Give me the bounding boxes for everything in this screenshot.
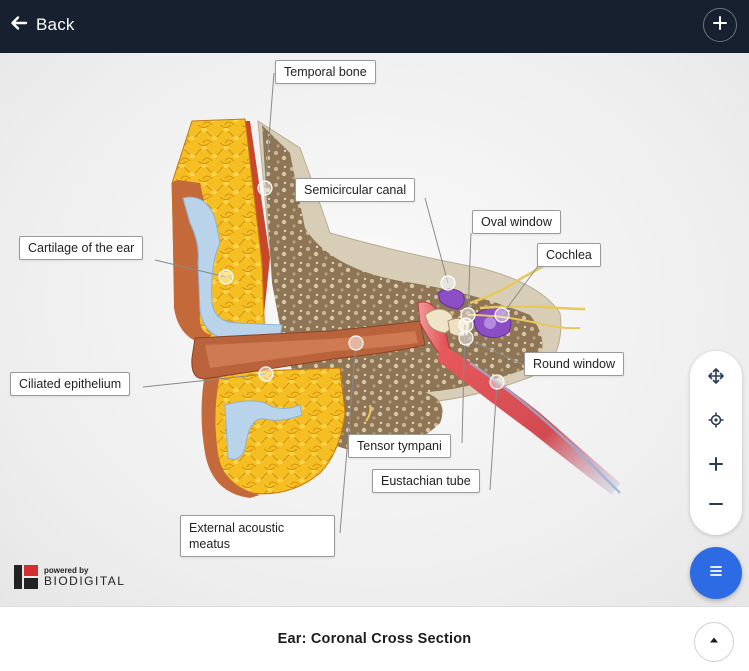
hotspot-cochlea: [494, 307, 510, 323]
biodigital-logo: powered by BIODIGITAL: [14, 565, 125, 589]
zoom-in-icon: [708, 456, 724, 477]
top-bar: Back: [0, 0, 749, 53]
back-label: Back: [36, 15, 75, 34]
hotspot-eustachian-tube: [489, 374, 505, 390]
move-button[interactable]: [701, 363, 731, 393]
back-button[interactable]: Back: [10, 12, 75, 38]
locate-icon: [708, 412, 724, 433]
brand-name: BIODIGITAL: [44, 574, 126, 588]
menu-button[interactable]: [690, 547, 742, 599]
hotspot-cartilage: [218, 269, 234, 285]
label-oval-window[interactable]: Oval window: [472, 210, 561, 234]
zoom-out-icon: [708, 496, 724, 517]
arrow-left-icon: [10, 14, 28, 37]
label-round-window[interactable]: Round window: [524, 352, 624, 376]
move-icon: [708, 367, 724, 389]
zoom-out-button[interactable]: [701, 491, 731, 521]
model-title: Ear: Coronal Cross Section: [277, 631, 472, 647]
hotspot-external-meatus: [348, 335, 364, 351]
ear-cross-section-model[interactable]: [0, 53, 749, 606]
hotspot-temporal-bone: [257, 180, 273, 196]
add-button[interactable]: [703, 8, 737, 42]
label-external-meatus[interactable]: External acoustic meatus: [180, 515, 335, 557]
hotspot-semicircular-canal: [440, 275, 456, 291]
bottom-bar: Ear: Coronal Cross Section: [0, 606, 749, 671]
powered-by-text: powered by: [44, 566, 89, 575]
hotspot-tensor-tympani: [458, 317, 474, 333]
plus-icon: [713, 15, 727, 35]
hotspot-round-window: [458, 330, 474, 346]
label-cochlea[interactable]: Cochlea: [537, 243, 601, 267]
hotspot-ciliated-epithelium: [258, 366, 274, 382]
label-semicircular-canal[interactable]: Semicircular canal: [295, 178, 416, 202]
label-cartilage[interactable]: Cartilage of the ear: [19, 236, 144, 260]
label-temporal-bone[interactable]: Temporal bone: [275, 60, 376, 84]
biodigital-logo-mark: [14, 565, 38, 589]
locate-button[interactable]: [701, 407, 731, 437]
expand-button[interactable]: [694, 622, 734, 662]
view-tools-panel: [690, 351, 742, 535]
chevron-up-icon: [708, 633, 720, 651]
zoom-in-button[interactable]: [701, 451, 731, 481]
label-ciliated-epithelium[interactable]: Ciliated epithelium: [10, 372, 131, 396]
menu-icon: [708, 563, 724, 584]
label-tensor-tympani[interactable]: Tensor tympani: [348, 434, 451, 458]
label-eustachian-tube[interactable]: Eustachian tube: [372, 469, 480, 493]
model-viewer[interactable]: Temporal bone Semicircular canal Oval wi…: [0, 53, 749, 606]
